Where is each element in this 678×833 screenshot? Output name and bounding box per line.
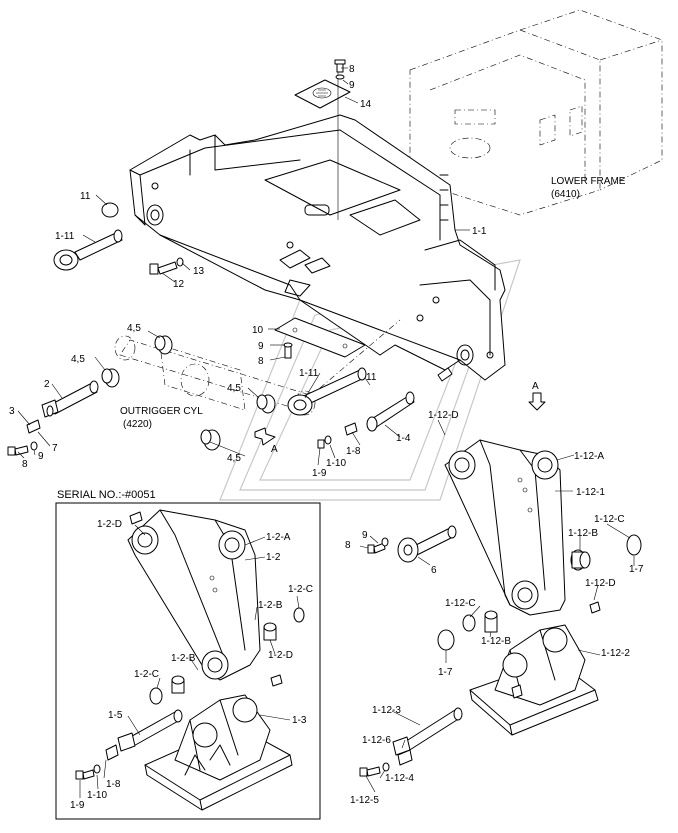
callout: 1-11 [299, 368, 319, 379]
callout: 4,5 [227, 453, 241, 464]
callout: 1-2-D [97, 519, 122, 530]
lower-frame-label-line1: LOWER FRAME [551, 176, 626, 187]
lower-frame-label-line2: (6410) [551, 189, 580, 200]
callout: 8 [349, 64, 355, 75]
serial-number-note: SERIAL NO.:-#0051 [57, 489, 156, 501]
callout: 4,5 [227, 383, 241, 394]
lower-frame-reference [409, 9, 663, 216]
callout: 1-7 [438, 667, 453, 678]
callout: 11 [366, 372, 377, 383]
callout: 1-8 [346, 446, 361, 457]
callout: 1-11 [55, 231, 75, 242]
callout: 1-9 [312, 468, 327, 479]
bolt-top [334, 59, 346, 80]
callout: 1-12-6 [362, 735, 391, 746]
callout: 9 [349, 80, 355, 91]
bushings-left [129, 511, 305, 705]
callout: 1-12-1 [576, 487, 605, 498]
callout: 7 [52, 443, 58, 454]
callout: 1-12-C [594, 514, 625, 525]
outrigger-cyl-label-line2: (4220) [123, 419, 152, 430]
view-arrow-left [254, 427, 276, 446]
callout: 4,5 [127, 323, 141, 334]
callout: 1-12-D [428, 410, 459, 421]
callout: 8 [345, 540, 351, 551]
outrigger-arm-1-12-1 [444, 439, 566, 616]
callout: 1-12-A [574, 451, 604, 462]
callout: 11 [80, 191, 91, 202]
callout: 1-2-C [134, 669, 159, 680]
pin-1-11-mid [287, 367, 453, 432]
callout: 1-12-3 [372, 705, 401, 716]
callout: 8 [22, 459, 28, 470]
callout: 1-3 [292, 715, 307, 726]
callout: 1-2 [266, 552, 281, 563]
callout: 2 [44, 379, 50, 390]
callout: 1-12-B [568, 528, 598, 539]
callout: 12 [173, 279, 185, 290]
assembly-labels: LOWER FRAME (6410) OUTRIGGER CYL (4220) … [57, 176, 626, 501]
pin-2 [7, 380, 99, 456]
view-marker-a-right: A [532, 381, 539, 392]
callout: 1-12-B [481, 636, 511, 647]
outrigger-cylinder [114, 319, 401, 416]
plate-10 [274, 317, 366, 359]
pin-1-12-3 [359, 707, 463, 777]
outrigger-arm-1-2 [127, 509, 261, 681]
upper-frame-1-1 [129, 114, 506, 381]
cover-plate-14 [294, 70, 351, 220]
callout: 9 [362, 530, 368, 541]
callout: 6 [431, 565, 437, 576]
callout: 1-12-D [585, 578, 616, 589]
callout: 1-2-B [258, 600, 283, 611]
pin-1-11-upper [53, 202, 123, 271]
callout: 9 [258, 341, 264, 352]
callout: 10 [252, 325, 264, 336]
callout: 3 [9, 406, 15, 417]
callout: 1-10 [87, 790, 107, 801]
callout-labels: 8 9 14 11 1-11 13 12 1-1 10 9 8 4,5 4,5 … [9, 64, 644, 811]
view-arrow-right [528, 392, 546, 411]
callout: 1-4 [396, 433, 411, 444]
callout: 1-5 [108, 710, 123, 721]
callout: 1-1 [472, 226, 487, 237]
callout: 1-12-5 [350, 795, 379, 806]
pad-1-3 [144, 694, 293, 811]
small-bolts-mid [317, 422, 358, 449]
callout: 1-7 [629, 564, 644, 575]
callout: 1-12-4 [385, 773, 414, 784]
callout: 1-10 [326, 458, 346, 469]
callout: 9 [38, 451, 44, 462]
callout: 1-8 [106, 779, 121, 790]
pad-1-12-2 [469, 624, 599, 736]
callout: 1-12-2 [601, 648, 630, 659]
callout: 4,5 [71, 354, 85, 365]
callout: 13 [193, 266, 205, 277]
callout: 1-2-C [288, 584, 313, 595]
callout: 1-2-D [268, 650, 293, 661]
outrigger-cyl-label-line1: OUTRIGGER CYL [120, 406, 203, 417]
bolt-12-13 [149, 257, 184, 275]
callout: 1-12-C [445, 598, 476, 609]
pin-1-5 [75, 709, 183, 780]
serial-variant-box [55, 502, 321, 820]
view-marker-a-left: A [271, 444, 278, 455]
bushings-right [437, 534, 642, 651]
callout: 1-2-B [171, 653, 196, 664]
callout: 8 [258, 356, 264, 367]
snap-rings [101, 335, 276, 451]
pin-6 [367, 525, 457, 563]
callout: 1-2-A [266, 532, 291, 543]
leader-lines [17, 67, 635, 798]
callout: 14 [360, 99, 372, 110]
callout: 1-9 [70, 800, 85, 811]
